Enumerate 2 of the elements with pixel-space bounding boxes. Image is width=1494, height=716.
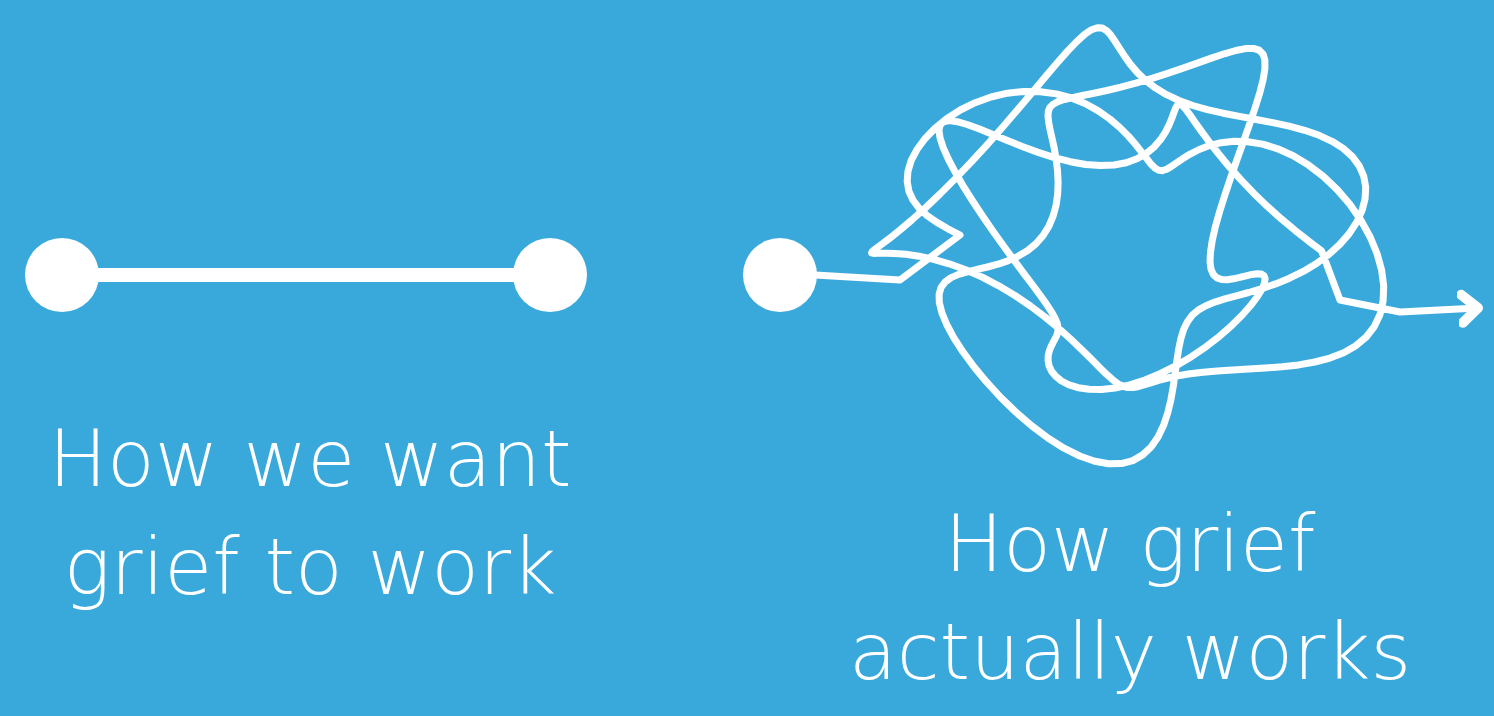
- caption: How grief actually works: [847, 498, 1413, 699]
- caption: How we want grief to work: [47, 413, 573, 614]
